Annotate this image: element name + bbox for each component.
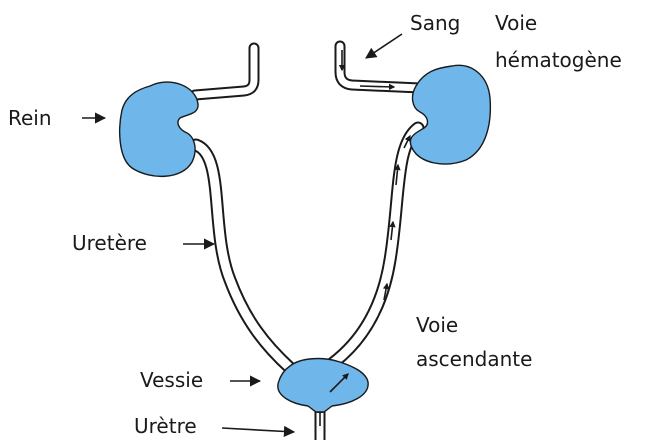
label-uretre: Urètre (134, 414, 197, 438)
label-voie-hematogene-2: hématogène (495, 48, 622, 72)
label-sang: Sang (410, 11, 460, 35)
label-voie-ascendante-2: ascendante (416, 347, 532, 371)
right-kidney (410, 65, 490, 164)
arrow-sang (366, 34, 402, 58)
bladder (278, 359, 368, 412)
arrow-uretre (222, 428, 294, 432)
label-vessie: Vessie (140, 368, 203, 392)
right-renal-vessel (340, 46, 420, 88)
left-renal-vessel (195, 48, 254, 95)
label-rein: Rein (8, 106, 52, 130)
label-uretere: Uretère (72, 231, 147, 255)
label-voie-hematogene-1: Voie (495, 11, 537, 35)
label-voie-ascendante-1: Voie (416, 313, 458, 337)
left-kidney (120, 82, 198, 176)
left-ureter (196, 145, 290, 368)
right-ureter (326, 128, 418, 368)
